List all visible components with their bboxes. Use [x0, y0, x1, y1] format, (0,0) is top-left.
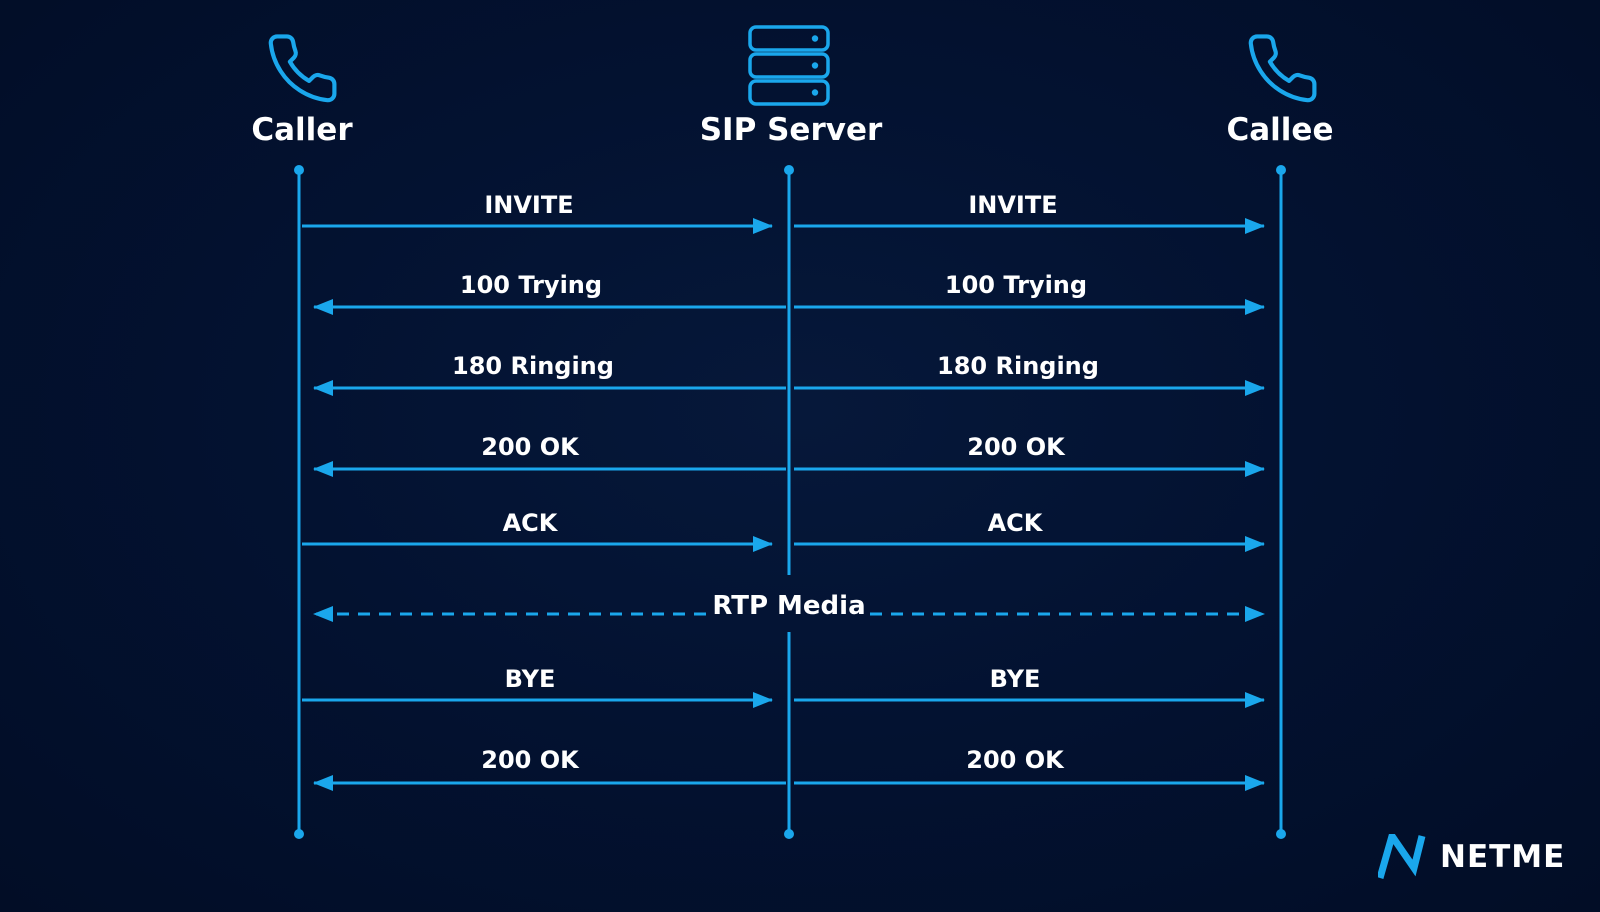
- message-label-ack-right: ACK: [987, 509, 1043, 537]
- participant-caller-label: Caller: [251, 112, 353, 148]
- message-label-bye-right: BYE: [989, 665, 1041, 693]
- brand-name: NETME: [1440, 839, 1566, 875]
- message-label-invite-left: INVITE: [484, 191, 574, 219]
- lifeline-ends: [294, 165, 1286, 839]
- message-label-invite-right: INVITE: [968, 191, 1058, 219]
- netme-logo-icon: [1378, 834, 1426, 879]
- lifelines: [297, 170, 1283, 834]
- message-label-ringing-right: 180 Ringing: [937, 352, 1099, 380]
- caller-phone-icon: [268, 34, 337, 103]
- message-label-final-ok-right: 200 OK: [966, 746, 1064, 774]
- message-label-trying-left: 100 Trying: [459, 271, 603, 299]
- message-label-ok-left: 200 OK: [481, 433, 579, 461]
- message-label-bye-left: BYE: [504, 665, 556, 693]
- participant-server-label: SIP Server: [699, 112, 883, 148]
- message-label-final-ok-left: 200 OK: [481, 746, 579, 774]
- message-label-ack-left: ACK: [502, 509, 558, 537]
- callee-phone-icon: [1248, 34, 1317, 103]
- message-label-ok-right: 200 OK: [967, 433, 1065, 461]
- brand-logo: NETME: [1378, 832, 1565, 882]
- server-icon: [748, 25, 830, 106]
- message-arrows: [302, 218, 1265, 791]
- rtp-media-label: RTP Media: [712, 591, 866, 621]
- participant-callee-label: Callee: [1226, 112, 1334, 148]
- message-label-trying-right: 100 Trying: [944, 271, 1088, 299]
- message-label-ringing-left: 180 Ringing: [452, 352, 614, 380]
